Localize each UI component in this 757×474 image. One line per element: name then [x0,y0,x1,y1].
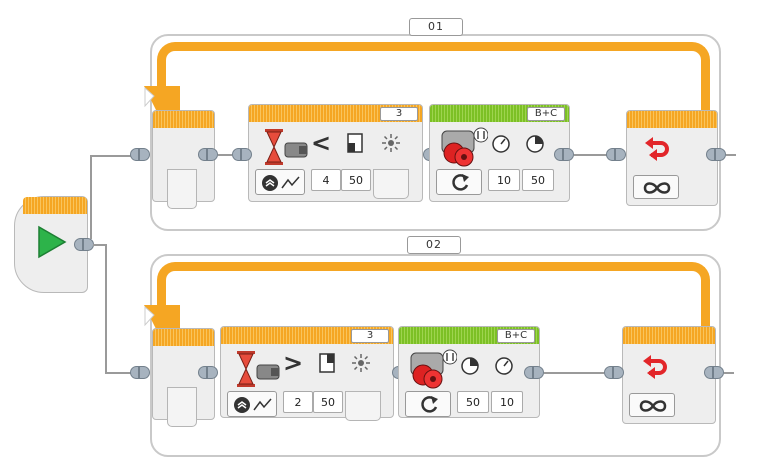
loop-01-top-bar [157,42,710,112]
hourglass-sensor-icon [237,351,280,387]
steering-gauge-icon [492,135,510,153]
wait-02-mode-button[interactable] [227,391,277,417]
loop-01-end-block[interactable] [626,110,718,206]
steering-gauge-icon [461,357,479,375]
light-sensor-threshold-icon [319,353,335,373]
loop-02-count-button[interactable] [629,393,675,417]
wait-02-param-1[interactable]: 2 [283,391,313,413]
loop-01-start-tab [167,169,197,209]
power-gauge-icon [495,357,513,375]
compare-change-icon [262,175,300,191]
loop-01-end-input-plug[interactable] [606,148,626,161]
motor-02-mode-button[interactable] [405,391,451,417]
wait-01-comparison[interactable]: < [310,129,332,157]
wait-01-param-2[interactable]: 50 [341,169,371,191]
motor-01-mode-button[interactable] [436,169,482,195]
infinity-icon [643,182,671,194]
loop-02-arrow-icon [144,305,180,329]
motor-block-01[interactable]: B+C 10 50 [429,104,570,202]
wait-02-param-2[interactable]: 50 [313,391,343,413]
loop-02-top-bar [157,262,710,332]
loop-02-end-output-plug[interactable] [704,366,724,379]
wait-01-port[interactable]: 3 [380,107,418,121]
motor-01-ports[interactable]: B+C [527,107,565,121]
large-motor-pair-icon [441,127,488,167]
loop-01-count-button[interactable] [633,175,679,199]
infinity-icon [639,400,667,412]
loop-interrupt-icon [643,355,667,379]
loop-02-input-plug[interactable] [130,366,150,379]
wait-01-input-plug[interactable] [232,148,252,161]
loop-01-start-block[interactable] [152,110,215,209]
loop-02-inner-plug[interactable] [198,366,218,379]
loop-01-name[interactable]: 01 [409,18,463,36]
motor-02-ports[interactable]: B+C [497,329,535,343]
rotate-icon [421,396,438,413]
motor-01-steering[interactable]: 10 [488,169,520,191]
loop-interrupt-icon [645,137,669,161]
wait-02-port[interactable]: 3 [351,329,389,343]
start-block-header [23,197,87,214]
large-motor-pair-icon [410,349,457,389]
motor-01-power[interactable]: 50 [522,169,554,191]
play-triangle-icon [38,225,67,259]
motor-02-power[interactable]: 10 [491,391,523,413]
loop-02-start-block[interactable] [152,328,215,427]
loop-01-arrow-icon [144,86,180,110]
loop-01-inner-plug[interactable] [198,148,218,161]
compare-change-icon [234,397,272,413]
wait-block-01[interactable]: 3 < 4 50 [248,104,423,202]
start-output-plug[interactable] [74,238,94,251]
loop-01-end-output-plug[interactable] [706,148,726,161]
wait-01-param-1[interactable]: 4 [311,169,341,191]
loop-01-input-plug[interactable] [130,148,150,161]
rotate-icon [452,174,469,191]
motor-block-02[interactable]: B+C 50 10 [398,326,540,418]
loop-02-end-input-plug[interactable] [604,366,624,379]
light-sun-icon [352,354,370,372]
wait-block-02[interactable]: 3 > 2 50 [220,326,394,421]
motor-02-output-plug[interactable] [524,366,544,379]
light-sensor-threshold-icon [347,133,363,153]
motor-02-steering[interactable]: 50 [457,391,489,413]
wait-01-mode-button[interactable] [255,169,305,195]
loop-02-name[interactable]: 02 [407,236,461,254]
wait-02-comparison[interactable]: > [282,349,304,377]
motor-01-output-plug[interactable] [554,148,574,161]
hourglass-sensor-icon [265,129,308,165]
loop-02-end-block[interactable] [622,326,716,424]
light-sun-icon [382,134,400,152]
power-gauge-icon [526,135,544,153]
